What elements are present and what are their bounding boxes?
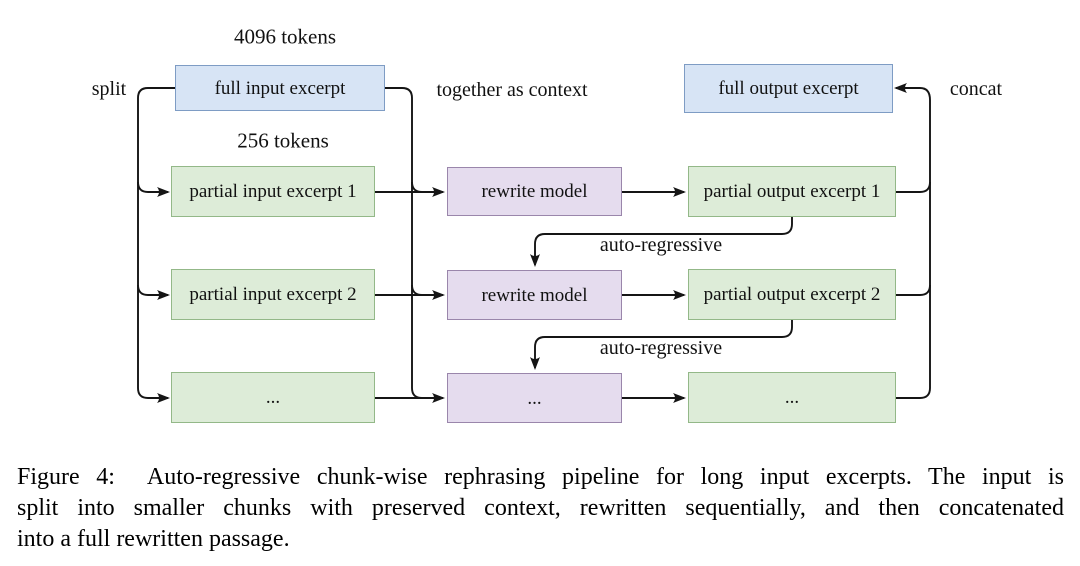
node-full-input-excerpt: full input excerpt — [175, 65, 385, 111]
node-partial-output-more: ... — [688, 372, 896, 423]
caption-line-1: Figure 4: Auto-regressive chunk-wise rep… — [17, 464, 1064, 490]
node-partial-output-2: partial output excerpt 2 — [688, 269, 896, 320]
node-partial-input-1: partial input excerpt 1 — [171, 166, 375, 217]
label-split: split — [91, 78, 127, 100]
label-concat: concat — [949, 78, 1003, 100]
concat-trunk-arrow — [894, 83, 931, 399]
label-together-as-context: together as context — [436, 79, 588, 101]
caption-line-2: split into smaller chunks with preserved… — [17, 495, 1064, 521]
label-256-tokens: 256 tokens — [237, 128, 329, 153]
arrows-layer — [137, 83, 931, 403]
node-partial-input-more: ... — [171, 372, 375, 423]
autoregressive-1-arrow — [530, 217, 793, 267]
figure-caption: Figure 4: Auto-regressive chunk-wise rep… — [17, 462, 1064, 555]
concat-merge-2-line — [896, 284, 931, 296]
label-4096-tokens: 4096 tokens — [233, 24, 337, 49]
split-trunk-arrow — [137, 87, 175, 403]
caption-line-3: into a full rewritten passage. — [17, 526, 290, 552]
label-auto-regressive-2: auto-regressive — [599, 337, 723, 359]
node-full-output-excerpt: full output excerpt — [684, 64, 893, 113]
concat-merge-1-line — [896, 181, 931, 193]
context-merge-2-line — [411, 284, 423, 296]
node-rewrite-model-1: rewrite model — [447, 167, 622, 216]
label-auto-regressive-1: auto-regressive — [599, 234, 723, 256]
context-trunk-line — [385, 87, 423, 399]
node-rewrite-model-more: ... — [447, 373, 622, 423]
autoregressive-2-arrow — [530, 320, 793, 370]
node-partial-input-2: partial input excerpt 2 — [171, 269, 375, 320]
node-partial-output-1: partial output excerpt 1 — [688, 166, 896, 217]
context-merge-1-line — [411, 181, 423, 193]
split-branch-1-arrow — [137, 181, 170, 197]
split-branch-2-arrow — [137, 284, 170, 300]
node-rewrite-model-2: rewrite model — [447, 270, 622, 320]
